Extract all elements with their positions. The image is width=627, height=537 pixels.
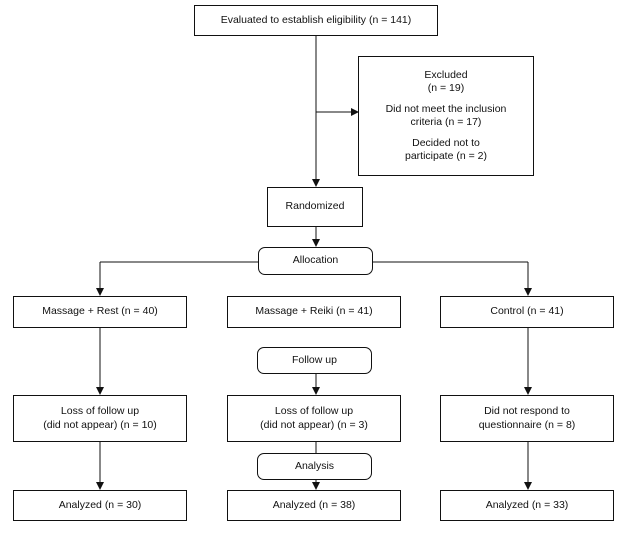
eligibility-box: Evaluated to establish eligibility (n = … — [194, 5, 438, 36]
analysis-box: Analysis — [257, 453, 372, 480]
analyzed-control-label: Analyzed (n = 33) — [485, 498, 569, 511]
loss-massage-rest-box: Loss of follow up (did not appear) (n = … — [13, 395, 187, 442]
loss-control-box: Did not respond to questionnaire (n = 8) — [440, 395, 614, 442]
group-massage-rest-box: Massage + Rest (n = 40) — [13, 296, 187, 328]
eligibility-label: Evaluated to establish eligibility (n = … — [220, 13, 412, 26]
analyzed-control-box: Analyzed (n = 33) — [440, 490, 614, 521]
allocation-box: Allocation — [258, 247, 373, 275]
group-massage-rest-label: Massage + Rest (n = 40) — [42, 305, 158, 318]
analyzed-massage-reiki-label: Analyzed (n = 38) — [272, 498, 356, 511]
follow-up-label: Follow up — [292, 353, 337, 366]
loss-massage-reiki-box: Loss of follow up (did not appear) (n = … — [227, 395, 401, 442]
excluded-box: Excluded (n = 19) Did not meet the inclu… — [358, 56, 534, 176]
group-massage-reiki-box: Massage + Reiki (n = 41) — [227, 296, 401, 328]
excluded-declined: Decided not to participate (n = 2) — [404, 137, 487, 163]
allocation-label: Allocation — [292, 254, 339, 267]
follow-up-box: Follow up — [257, 347, 372, 374]
group-control-label: Control (n = 41) — [490, 305, 564, 318]
group-massage-reiki-label: Massage + Reiki (n = 41) — [255, 305, 373, 318]
analyzed-massage-reiki-box: Analyzed (n = 38) — [227, 490, 401, 521]
excluded-inclusion-criteria: Did not meet the inclusion criteria (n =… — [385, 102, 507, 128]
excluded-title: Excluded (n = 19) — [424, 68, 468, 94]
group-control-box: Control (n = 41) — [440, 296, 614, 328]
loss-massage-reiki-label: Loss of follow up (did not appear) (n = … — [260, 405, 368, 431]
analyzed-massage-rest-label: Analyzed (n = 30) — [58, 498, 142, 511]
randomized-box: Randomized — [267, 187, 363, 227]
loss-massage-rest-label: Loss of follow up (did not appear) (n = … — [43, 405, 157, 431]
analysis-label: Analysis — [294, 459, 335, 472]
analyzed-massage-rest-box: Analyzed (n = 30) — [13, 490, 187, 521]
loss-control-label: Did not respond to questionnaire (n = 8) — [478, 405, 576, 431]
randomized-label: Randomized — [285, 200, 345, 213]
